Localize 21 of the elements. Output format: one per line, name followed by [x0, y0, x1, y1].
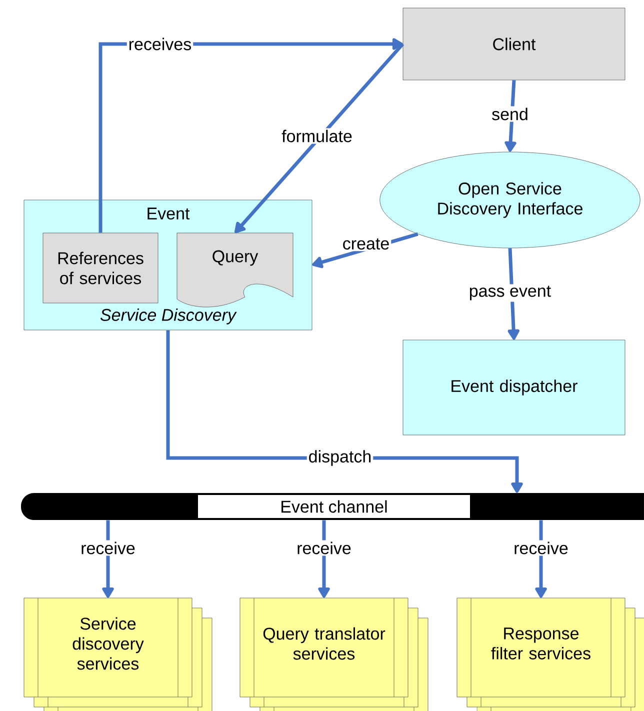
edge-label: receive — [79, 540, 137, 556]
arrow — [234, 42, 404, 234]
process-box: Event dispatcher — [402, 340, 626, 436]
arrow — [102, 520, 114, 598]
event-channel-bar: Event channel — [21, 493, 644, 520]
edge-label: receive — [512, 540, 570, 556]
edge-label: formulate — [280, 128, 354, 144]
edge-label: pass event — [467, 284, 553, 302]
edge-label: receive — [295, 540, 353, 556]
edge-label: send — [490, 106, 530, 122]
arrow — [318, 520, 330, 598]
edge-label: dispatch — [306, 448, 374, 468]
process-box: Client — [402, 8, 626, 80]
edge-label: receives — [126, 36, 194, 52]
edge-label: create — [340, 236, 392, 252]
service-stack: Query translator services — [240, 598, 428, 711]
service-stack: Service discovery services — [24, 598, 212, 711]
arrow — [535, 520, 547, 598]
service-stack: Response filter services — [456, 598, 644, 711]
arrow — [504, 80, 516, 152]
process-box: References of services — [42, 232, 158, 304]
